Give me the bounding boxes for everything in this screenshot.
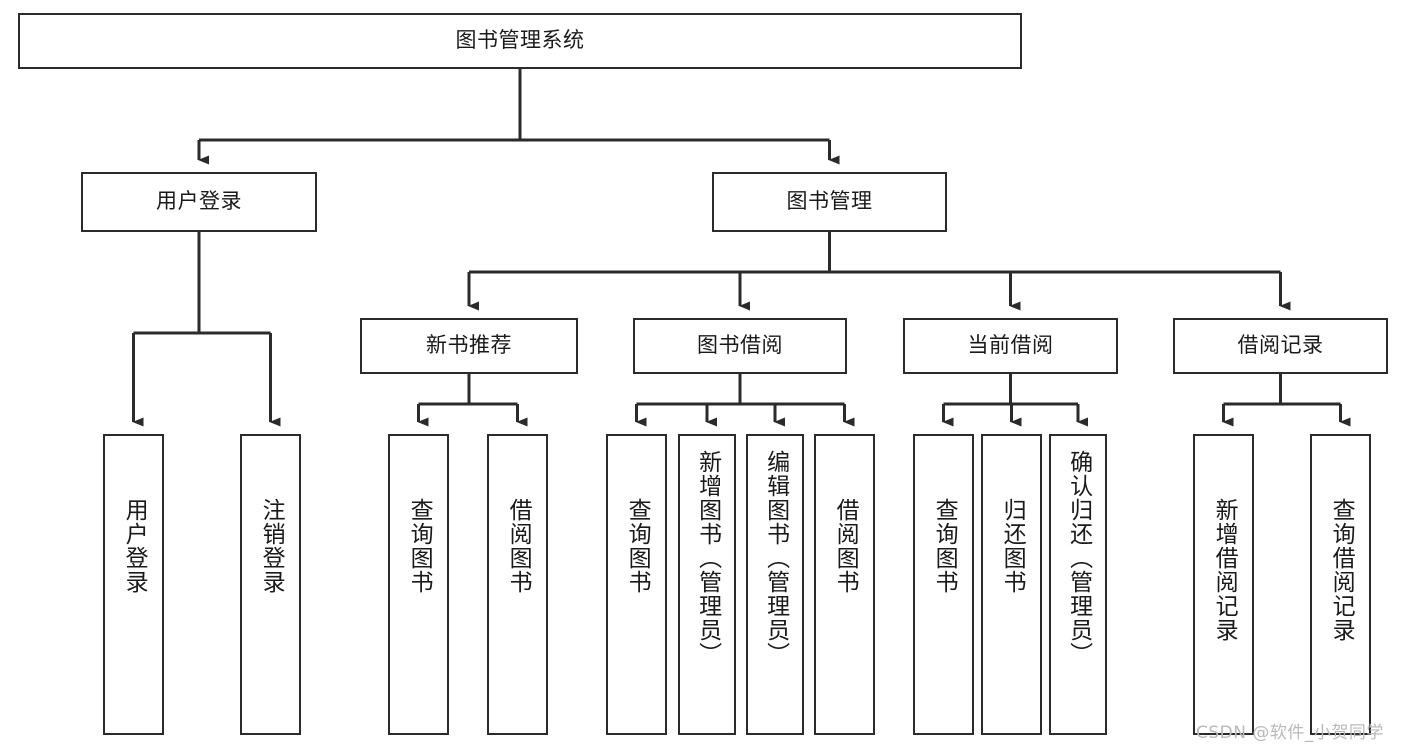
node-leaf-query-borrow-record[interactable]: 查询借阅记录 <box>1310 434 1371 735</box>
csdn-watermark: CSDN @软件_小贺同学 <box>1196 723 1384 743</box>
node-leaf-query-book-1[interactable]: 查询图书 <box>388 434 449 735</box>
node-leaf-query-book-2[interactable]: 查询图书 <box>606 434 667 735</box>
node-current-borrow[interactable]: 当前借阅 <box>903 318 1118 374</box>
node-root-label: 图书管理系统 <box>455 28 585 53</box>
node-leaf-borrow-book-2[interactable]: 借阅图书 <box>814 434 875 735</box>
node-leaf-query-book-3-label: 查询图书 <box>931 498 958 594</box>
node-new-book-recommend-label: 新书推荐 <box>426 333 512 358</box>
node-leaf-query-borrow-record-label: 查询借阅记录 <box>1328 498 1355 642</box>
node-leaf-add-book[interactable]: 新增图书（管理员） <box>678 434 736 735</box>
node-new-book-recommend[interactable]: 新书推荐 <box>360 318 578 374</box>
node-leaf-query-book-3[interactable]: 查询图书 <box>913 434 974 735</box>
node-current-borrow-label: 当前借阅 <box>967 333 1054 358</box>
node-borrow-record[interactable]: 借阅记录 <box>1173 318 1388 374</box>
node-borrow-record-label: 借阅记录 <box>1237 333 1324 358</box>
node-leaf-add-borrow-record-label: 新增借阅记录 <box>1211 498 1238 642</box>
node-leaf-borrow-book-2-label: 借阅图书 <box>832 498 859 594</box>
node-leaf-user-logout[interactable]: 注销登录 <box>240 434 301 735</box>
node-user-login-label: 用户登录 <box>156 189 242 214</box>
node-leaf-confirm-return-label: 确认归还（管理员） <box>1065 450 1092 666</box>
node-leaf-user-logout-label: 注销登录 <box>258 498 285 594</box>
node-leaf-query-book-1-label: 查询图书 <box>406 498 433 594</box>
node-root[interactable]: 图书管理系统 <box>18 13 1022 69</box>
node-leaf-confirm-return[interactable]: 确认归还（管理员） <box>1049 434 1107 735</box>
node-book-manage-label: 图书管理 <box>786 189 873 214</box>
node-leaf-return-book[interactable]: 归还图书 <box>981 434 1042 735</box>
node-leaf-add-borrow-record[interactable]: 新增借阅记录 <box>1193 434 1254 735</box>
node-leaf-query-book-2-label: 查询图书 <box>624 498 651 594</box>
node-leaf-edit-book[interactable]: 编辑图书（管理员） <box>746 434 804 735</box>
node-book-manage[interactable]: 图书管理 <box>712 172 947 232</box>
node-leaf-user-login-label: 用户登录 <box>121 498 148 594</box>
node-user-login[interactable]: 用户登录 <box>81 172 317 232</box>
node-leaf-user-login[interactable]: 用户登录 <box>103 434 164 735</box>
node-leaf-borrow-book-1-label: 借阅图书 <box>505 498 532 594</box>
node-book-borrow[interactable]: 图书借阅 <box>633 318 847 374</box>
node-leaf-borrow-book-1[interactable]: 借阅图书 <box>487 434 548 735</box>
node-leaf-return-book-label: 归还图书 <box>999 498 1026 594</box>
node-leaf-edit-book-label: 编辑图书（管理员） <box>762 450 789 666</box>
node-book-borrow-label: 图书借阅 <box>697 333 783 358</box>
node-leaf-add-book-label: 新增图书（管理员） <box>694 450 721 666</box>
